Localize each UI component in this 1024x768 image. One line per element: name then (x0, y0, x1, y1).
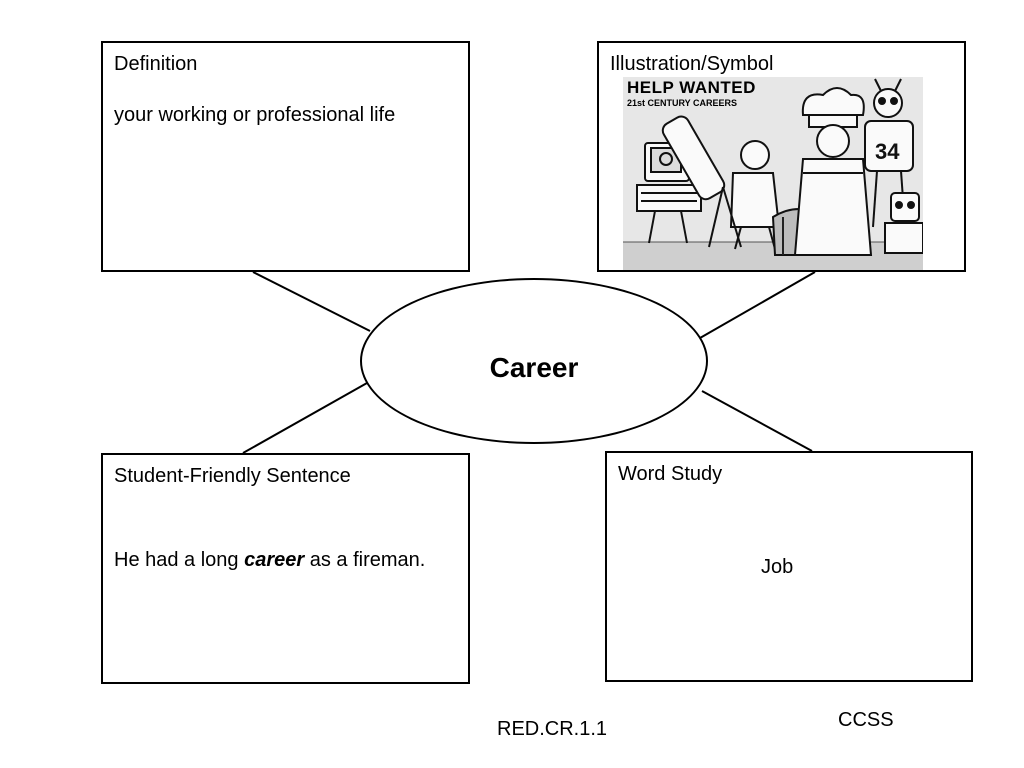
connector-word-study (701, 390, 813, 452)
center-word: Career (489, 352, 579, 383)
cartoon-drawing: 34 (623, 78, 923, 270)
sentence-before: He had a long (114, 549, 245, 571)
connector-illustration (699, 271, 816, 339)
connector-sentence (242, 382, 368, 454)
help-wanted-cartoon-image: 34 HELP WANTED 21st CENTURY CAREERS (623, 77, 923, 270)
standard-code: RED.CR.1.1 (497, 718, 608, 740)
sentence-box: Student-Friendly Sentence He had a long … (101, 453, 470, 684)
illustration-box: Illustration/Symbol (597, 41, 966, 272)
word-study-text: Job (761, 556, 794, 578)
robot-34-figure: 34 (864, 78, 914, 228)
center-ellipse: Career (360, 278, 708, 444)
picture-heading: HELP WANTED (627, 78, 756, 97)
sentence-title: Student-Friendly Sentence (114, 465, 351, 487)
sentence-after: as a fireman. (304, 549, 426, 571)
definition-text: your working or professional life (114, 104, 396, 126)
word-study-title: Word Study (618, 463, 723, 485)
telescope-figure (661, 115, 781, 250)
connector-definition (252, 271, 371, 332)
chef-figure (793, 87, 873, 256)
illustration-title: Illustration/Symbol (610, 53, 774, 75)
svg-text:34: 34 (875, 139, 900, 164)
ccss-label: CCSS (838, 709, 894, 731)
small-robot-figure (884, 192, 923, 254)
sentence-emphasis: career (244, 549, 305, 571)
monitor-robot-figure (636, 142, 702, 244)
picture-subheading: 21st CENTURY CAREERS (627, 98, 738, 108)
definition-title: Definition (114, 53, 198, 75)
sentence-text: He had a long career as a fireman. (114, 549, 425, 572)
word-study-box: Word Study Job (605, 451, 973, 682)
definition-box: Definition your working or professional … (101, 41, 470, 272)
